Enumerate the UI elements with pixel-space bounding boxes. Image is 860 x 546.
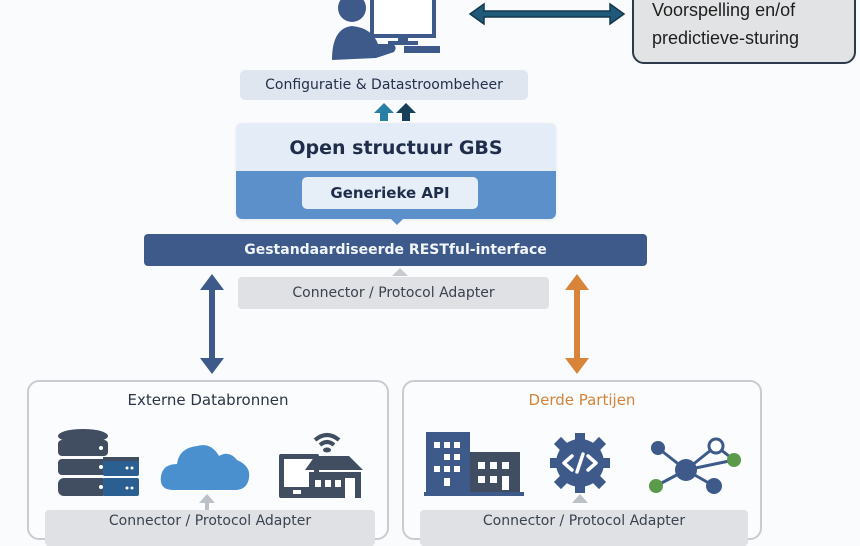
- cloud-icon: [160, 445, 250, 490]
- group-connector-bar[interactable]: Connector / Protocol Adapter: [45, 510, 375, 546]
- double-arrow-vertical-orange-icon: [565, 274, 589, 374]
- gbs-title: Open structuur GBS: [236, 123, 556, 171]
- gbs-pointer: [389, 217, 405, 225]
- database-server-icon: [58, 429, 139, 496]
- user-at-computer-icon: [332, 0, 440, 60]
- group-title: Externe Databronnen: [127, 391, 289, 409]
- double-up-arrows-icon: [374, 103, 416, 121]
- connector-adapter-bar[interactable]: Connector / Protocol Adapter: [238, 277, 549, 309]
- forecast-box[interactable]: Voorspelling en/of predictieve-sturing: [632, 0, 856, 64]
- forecast-label-line2: predictieve-sturing: [652, 28, 800, 48]
- mini-up-arrow-icon: [199, 494, 215, 503]
- external-data-sources-group: Externe Databronnen Connector / Protocol…: [27, 380, 389, 546]
- config-dataflow-bar[interactable]: Configuratie & Datastroombeheer: [240, 70, 528, 100]
- gbs-structure-box[interactable]: Open structuur GBS Generieke API: [236, 123, 556, 219]
- buildings-icon: [424, 432, 524, 496]
- double-arrow-horizontal-icon[interactable]: [468, 2, 626, 26]
- third-parties-group: Derde Partijen: [402, 380, 762, 546]
- mini-up-arrow-stem: [205, 503, 209, 511]
- code-gear-icon: [550, 433, 610, 493]
- connector-pointer: [392, 268, 408, 276]
- network-nodes-icon: [649, 437, 741, 494]
- iot-tablet-house-icon: [279, 433, 363, 498]
- forecast-label-line1: Voorspelling en/of: [652, 0, 796, 20]
- restful-interface-bar[interactable]: Gestandaardiseerde RESTful-interface: [144, 234, 647, 266]
- mini-up-arrow-icon: [572, 494, 588, 503]
- double-arrow-vertical-navy-icon: [200, 274, 224, 374]
- group-title: Derde Partijen: [528, 391, 636, 409]
- gbs-api-band: Generieke API: [236, 171, 556, 219]
- generic-api-box[interactable]: Generieke API: [302, 177, 478, 209]
- group-connector-bar[interactable]: Connector / Protocol Adapter: [420, 510, 748, 546]
